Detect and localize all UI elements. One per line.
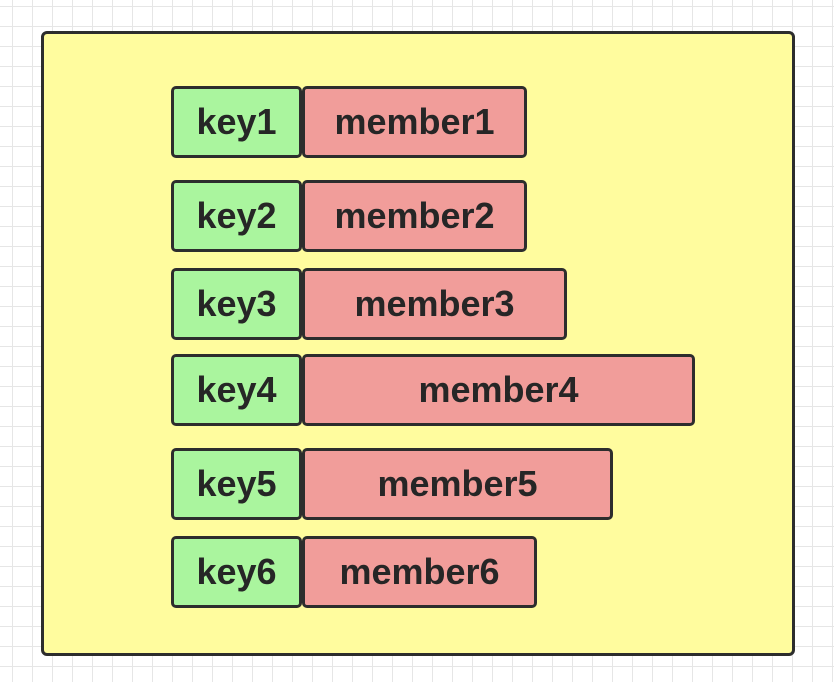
member-cell: member2	[302, 180, 527, 252]
member-cell: member6	[302, 536, 537, 608]
entry-row: key5 member5	[171, 448, 613, 520]
key-cell: key4	[171, 354, 302, 426]
key-cell: key5	[171, 448, 302, 520]
member-cell: member1	[302, 86, 527, 158]
key-cell: key3	[171, 268, 302, 340]
member-cell: member4	[302, 354, 695, 426]
entry-row: key6 member6	[171, 536, 537, 608]
key-cell: key6	[171, 536, 302, 608]
key-cell: key1	[171, 86, 302, 158]
member-cell: member3	[302, 268, 567, 340]
entry-row: key2 member2	[171, 180, 527, 252]
entry-row: key1 member1	[171, 86, 527, 158]
key-cell: key2	[171, 180, 302, 252]
entry-row: key3 member3	[171, 268, 567, 340]
entry-row: key4 member4	[171, 354, 695, 426]
member-cell: member5	[302, 448, 613, 520]
